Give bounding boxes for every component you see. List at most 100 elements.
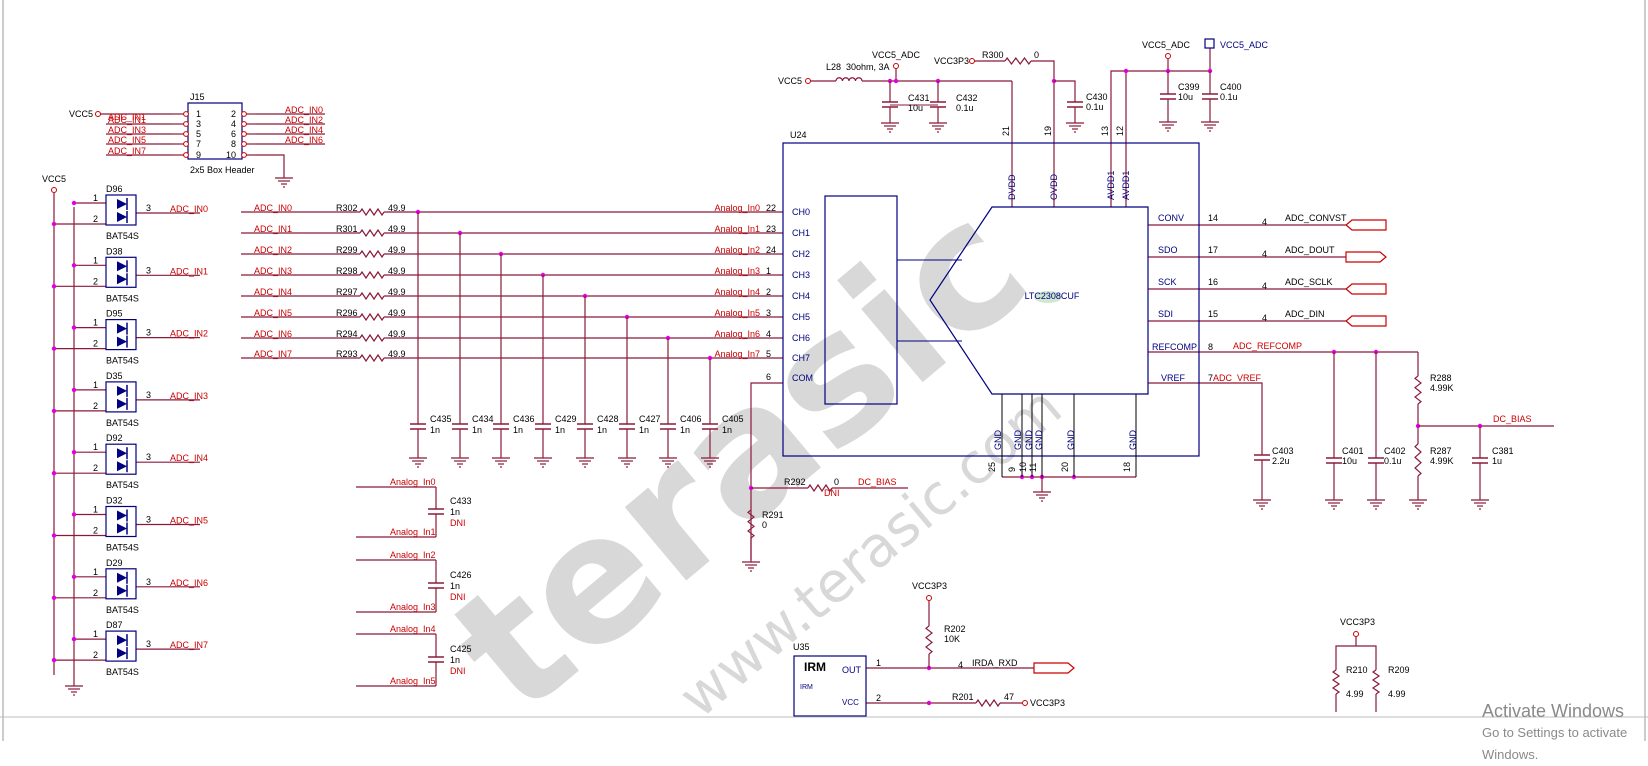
channel-resistor	[359, 291, 385, 301]
vcc3p3-label: VCC3P3	[912, 581, 947, 591]
diode-pin-num: 1	[93, 567, 98, 577]
port-adc-input	[1345, 315, 1387, 327]
u24-pin-name: CH3	[792, 270, 810, 280]
diode-triangle	[117, 448, 127, 459]
resistor-r202	[925, 625, 933, 655]
resistor-ref: R288	[1430, 373, 1452, 383]
capacitor-value: 0.1u	[1384, 456, 1402, 466]
net-label: Analog_In0	[714, 203, 760, 213]
vcc5-adc-label: VCC5_ADC	[1142, 40, 1191, 50]
diode-pin-num: 2	[93, 463, 98, 473]
j15-pin-right: 4	[231, 119, 236, 129]
net-label: ADC_IN0	[254, 203, 292, 213]
port-irda-rxd	[1033, 662, 1075, 674]
pin-number: 1	[766, 266, 771, 276]
resistor-ref: R202	[944, 624, 966, 634]
u24-pin-name: CH6	[792, 333, 810, 343]
pin-number: 12	[1115, 126, 1125, 136]
resistor-value: 49.9	[388, 203, 406, 213]
diode-triangle	[117, 635, 127, 646]
power-terminal	[805, 78, 811, 84]
u24-pin-name: GND	[1034, 430, 1044, 451]
diode-triangle	[117, 261, 127, 272]
resistor-ref: R297	[336, 287, 358, 297]
capacitor-value: 0.1u	[1220, 92, 1238, 102]
junction-dot	[893, 78, 899, 84]
vcc3p3-label: VCC3P3	[1340, 617, 1375, 627]
capacitor-value: 1n	[472, 425, 482, 435]
u24-pin-name: CH5	[792, 312, 810, 322]
ground-symbol	[1032, 491, 1052, 502]
resistor-r210	[1331, 669, 1341, 695]
u24-pin-name: VREF	[1161, 373, 1186, 383]
ground-symbol	[274, 177, 294, 188]
diode-ref: D96	[106, 184, 123, 194]
diode-body	[105, 443, 137, 475]
net-label: Analog_In2	[714, 245, 760, 255]
capacitor-ref: C427	[639, 414, 661, 424]
net-label: Analog_In5	[714, 308, 760, 318]
net-label: ADC_IN4	[285, 125, 323, 135]
ground-symbol	[491, 457, 511, 468]
ground-symbol	[1366, 499, 1386, 510]
j15-pin-ring	[241, 111, 247, 117]
vcc5-adc-label: VCC5_ADC	[872, 50, 921, 60]
j15-pin-ring	[183, 152, 189, 158]
ground-symbol	[64, 685, 84, 696]
diode-pin-num: 2	[93, 401, 98, 411]
u24-ref: U24	[790, 130, 807, 140]
resistor-value: 4.99K	[1430, 456, 1454, 466]
resistor-ref: R292	[784, 477, 806, 487]
diode-part: BAT54S	[106, 543, 139, 553]
capacitor-ref: C406	[680, 414, 702, 424]
u24-part-bubble	[1034, 291, 1062, 303]
u24-pin-name: SCK	[1158, 277, 1177, 287]
pin-number: 11	[1028, 463, 1038, 472]
capacitor-value: 1n	[450, 507, 460, 517]
ground-symbol	[1408, 499, 1428, 510]
resistor-r287	[1414, 443, 1422, 477]
u24-pin-name: GND	[1066, 430, 1076, 451]
u24-pin-name: CH1	[792, 228, 810, 238]
port-adc-dout	[1345, 251, 1387, 263]
ground-symbol	[928, 122, 948, 133]
net-label: Analog_In7	[714, 349, 760, 359]
u24-pin-name: SDO	[1158, 245, 1178, 255]
pin-number: 7	[1208, 373, 1213, 383]
junction-dot	[926, 700, 932, 706]
j15-ref: J15	[190, 92, 205, 102]
j15-pin-left: 9	[196, 150, 201, 160]
net-label: ADC_IN1	[108, 112, 146, 122]
power-terminal	[1353, 631, 1359, 637]
pin-number: 4	[766, 329, 771, 339]
diode-part: BAT54S	[106, 293, 139, 303]
net-label: ADC_CONVST	[1285, 213, 1347, 223]
resistor-ref: R209	[1388, 665, 1410, 675]
pullup-wire	[1335, 637, 1357, 670]
resistor-value: 0	[834, 477, 839, 487]
junction-dot	[71, 200, 77, 206]
junction-dot	[51, 408, 57, 414]
resistor-value: 0	[762, 520, 767, 530]
ground-symbol	[1065, 122, 1085, 133]
pin-number: 18	[1122, 462, 1132, 472]
j15-desc: 2x5 Box Header	[190, 165, 255, 175]
net-label: ADC_IN1	[108, 115, 146, 125]
avdd-wire	[1110, 70, 1210, 207]
capacitor-ref: C425	[450, 644, 472, 654]
junction-dot	[71, 325, 77, 330]
port-adc-input	[1345, 283, 1387, 295]
diode-pin-num: 3	[146, 328, 151, 338]
diode-pin-num: 3	[146, 203, 151, 213]
u35-pin-name: VCC	[842, 698, 859, 707]
resistor-value: 49.9	[388, 266, 406, 276]
ground-symbol	[408, 457, 428, 468]
net-label: ADC_IN7	[108, 146, 146, 156]
c430-wire	[1054, 80, 1076, 102]
capacitor-ref: C403	[1272, 446, 1294, 456]
pin-number: 19	[1043, 126, 1053, 136]
power-terminal	[95, 111, 101, 117]
junction-dot	[51, 284, 57, 289]
pin-number: 6	[766, 372, 771, 382]
